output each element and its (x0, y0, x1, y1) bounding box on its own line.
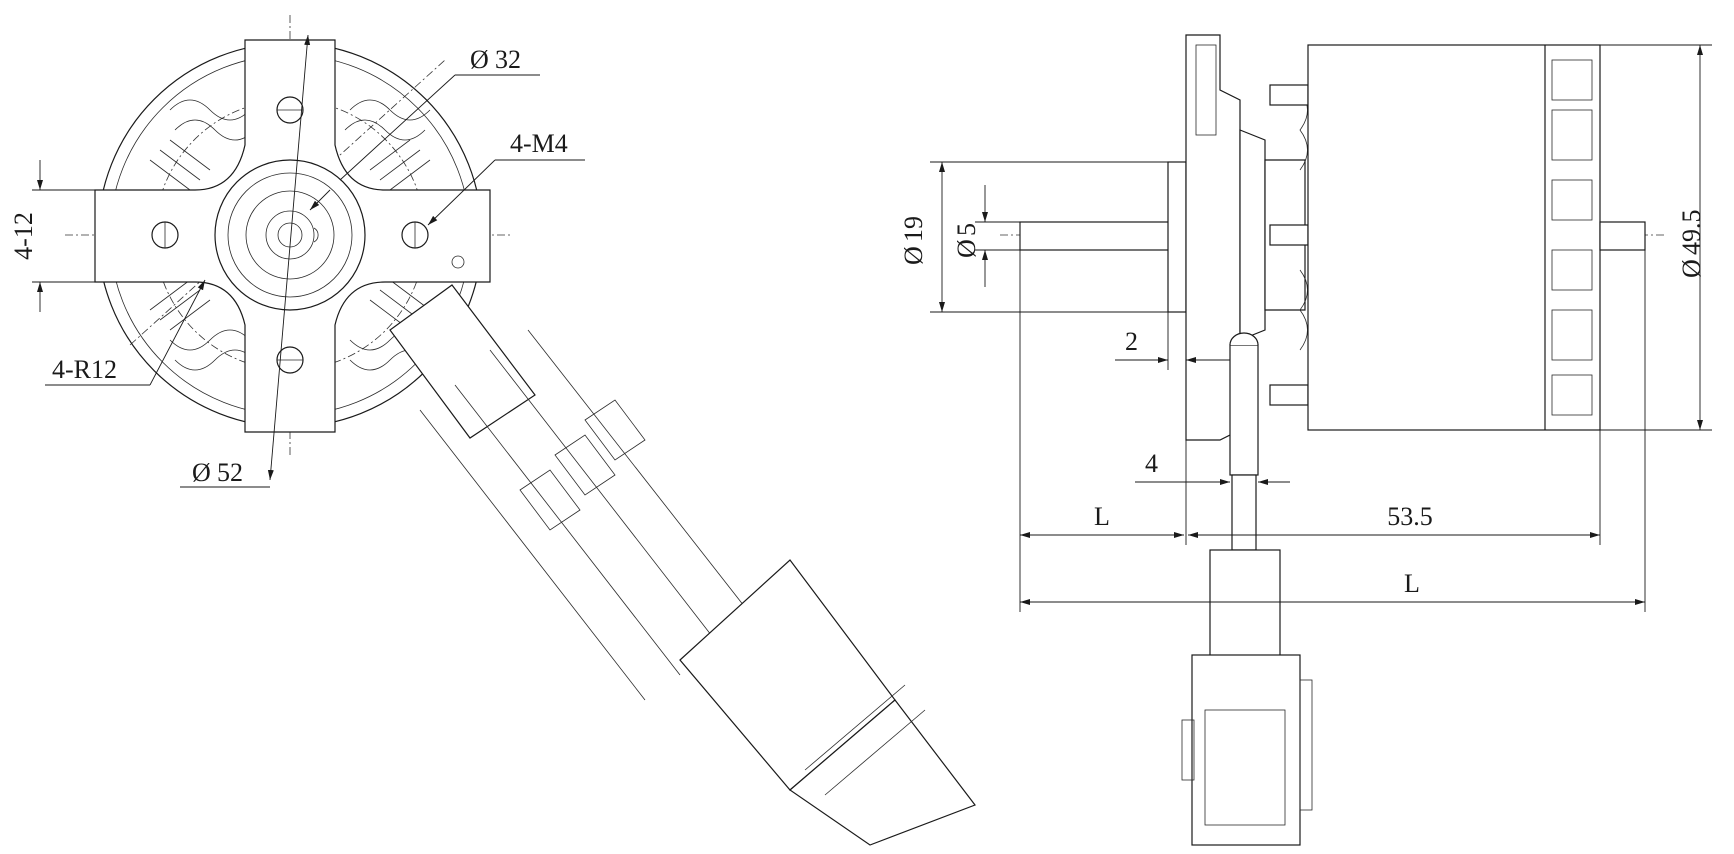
dim-outer-dia-label: 52 (217, 458, 243, 487)
mount-hole (151, 221, 179, 249)
side-view: Ø 19 Ø 5 Ø 49.5 2 (899, 34, 1712, 846)
side-connector (1209, 549, 1281, 661)
dim-mount-holes: 4-M4 (427, 129, 585, 226)
svg-text:Ø: Ø (899, 246, 928, 265)
dim-flange-thickness-label: 2 (1125, 327, 1138, 356)
dim-flange-dia-label: 19 (899, 216, 928, 242)
dim-shaft-dia-label: 5 (952, 223, 981, 236)
dim-stator-dia: Ø 49.5 (1600, 44, 1712, 431)
mount-hole (401, 221, 429, 249)
dim-mount-radius: 4-R12 (45, 279, 206, 386)
dim-mount-radius-label: 4-R12 (52, 355, 117, 384)
dim-stator-dia-label: 49.5 (1677, 210, 1706, 256)
dim-bolt-circle-label: 32 (495, 45, 521, 74)
dim-bolt-circle: Ø 32 (309, 45, 540, 211)
front-cable (389, 284, 976, 846)
dim-flange-dia: Ø 19 (899, 161, 1168, 313)
mount-hole (276, 96, 304, 124)
side-cable (1181, 332, 1313, 846)
dim-total-length-label: L (1404, 569, 1420, 598)
dim-arm-width-label: 4-12 (9, 212, 38, 260)
flange (1167, 161, 1187, 313)
dim-spacer-label: 4 (1145, 449, 1158, 478)
dim-spacer: 4 (1135, 449, 1290, 485)
svg-text:Ø: Ø (192, 458, 211, 487)
dim-lengths: L 53.5 L (1019, 250, 1646, 612)
dim-mount-holes-label: 4-M4 (510, 129, 568, 158)
dim-flange-thickness: 2 (1115, 312, 1230, 370)
dim-arm-width: 4-12 (9, 160, 95, 312)
dim-shaft-dia: Ø 5 (952, 185, 1020, 287)
dim-body-length-label: 53.5 (1387, 502, 1433, 531)
rotor-bell (1307, 44, 1601, 431)
shaft (1019, 221, 1171, 251)
hub (214, 159, 366, 311)
side-windings (1269, 84, 1309, 406)
front-view: 4-12 Ø 32 4-M4 4-R12 Ø 52 (9, 15, 976, 846)
svg-text:Ø: Ø (470, 45, 489, 74)
dim-shaft-length-label: L (1094, 502, 1110, 531)
bell-fins (1551, 59, 1593, 416)
dim-outer-dia: Ø 52 (180, 34, 311, 488)
svg-text:Ø: Ø (952, 239, 981, 258)
svg-text:Ø: Ø (1677, 259, 1706, 278)
